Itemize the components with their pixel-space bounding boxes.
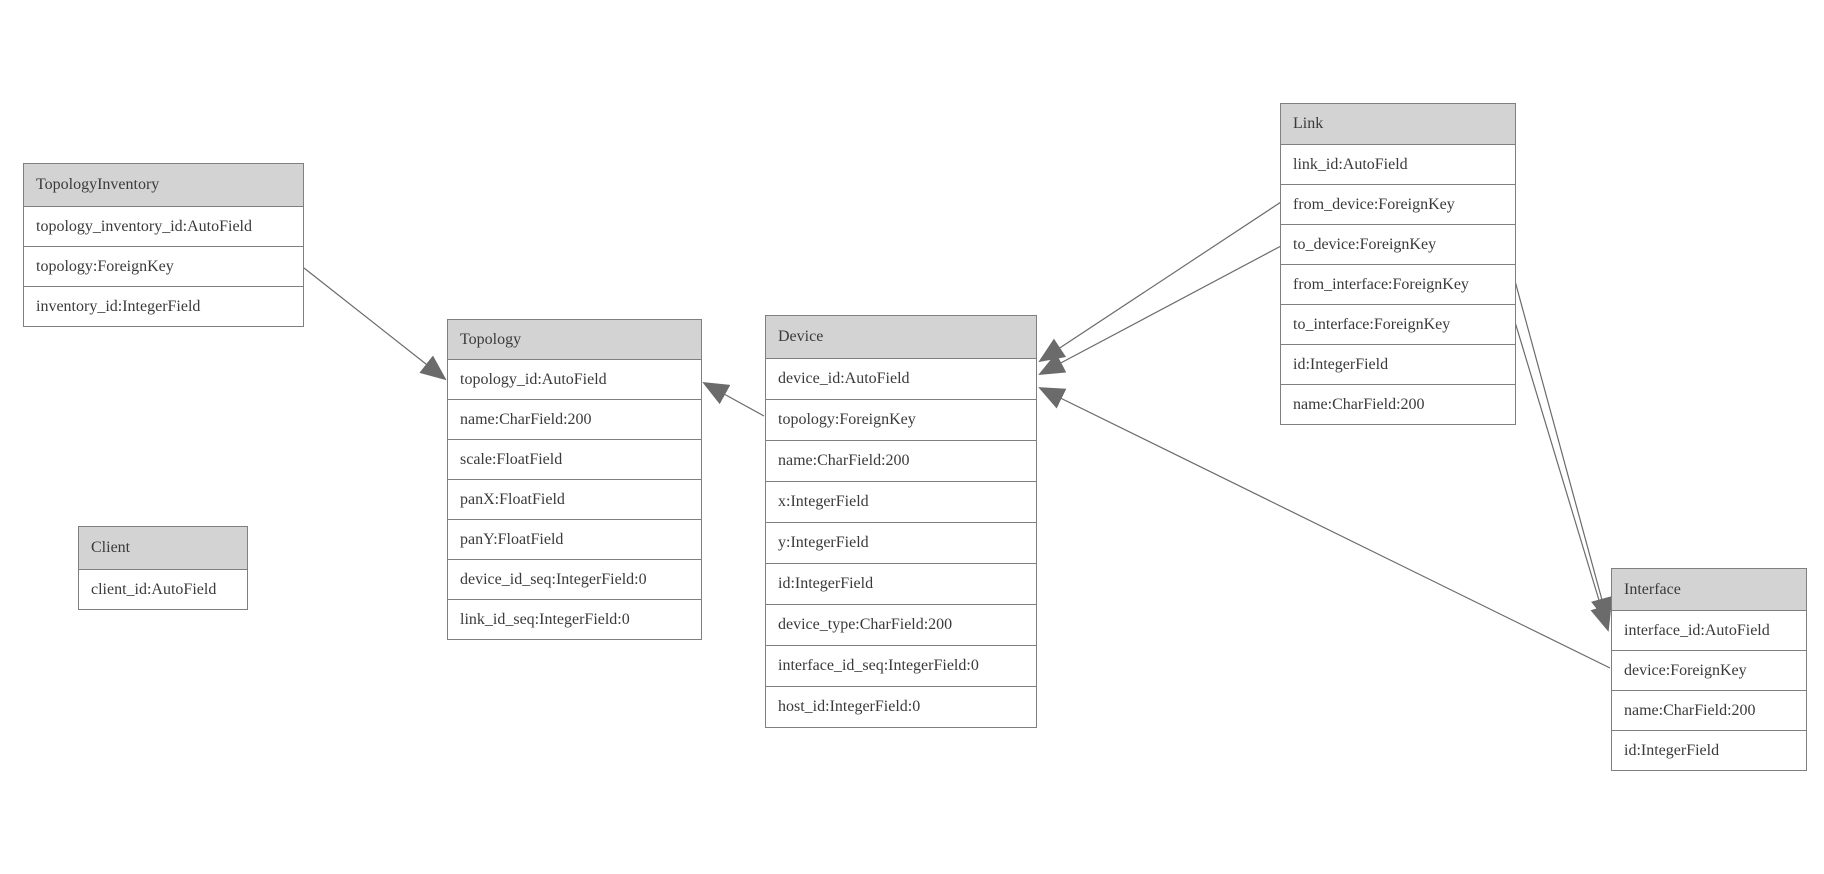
- field-row-link: from_interface:ForeignKey: [1281, 264, 1515, 304]
- table-title-topology-inventory: TopologyInventory: [24, 164, 303, 206]
- field-row-topology: link_id_seq:IntegerField:0: [448, 599, 701, 639]
- field-row-interface: name:CharField:200: [1612, 690, 1806, 730]
- field-row-interface: interface_id:AutoField: [1612, 610, 1806, 650]
- field-row-device: x:IntegerField: [766, 481, 1036, 522]
- field-row-device: host_id:IntegerField:0: [766, 686, 1036, 727]
- field-row-topology: topology_id:AutoField: [448, 359, 701, 399]
- field-row-topology: name:CharField:200: [448, 399, 701, 439]
- field-row-link: id:IntegerField: [1281, 344, 1515, 384]
- field-row-interface: device:ForeignKey: [1612, 650, 1806, 690]
- field-row-link: to_interface:ForeignKey: [1281, 304, 1515, 344]
- field-row-device: device_type:CharField:200: [766, 604, 1036, 645]
- edge-link-to-interface-fk: [1514, 321, 1612, 632]
- field-row-device: device_id:AutoField: [766, 358, 1036, 399]
- field-row-link: link_id:AutoField: [1281, 144, 1515, 184]
- field-row-device: id:IntegerField: [766, 563, 1036, 604]
- edge-link-from-interface-fk: [1514, 280, 1613, 624]
- field-row-link: from_device:ForeignKey: [1281, 184, 1515, 224]
- field-row-topology: panY:FloatField: [448, 519, 701, 559]
- field-row-topology-inventory: topology_inventory_id:AutoField: [24, 206, 303, 246]
- field-row-topology: scale:FloatField: [448, 439, 701, 479]
- field-row-link: name:CharField:200: [1281, 384, 1515, 424]
- edge-interface-device-fk: [1038, 387, 1611, 669]
- field-row-device: y:IntegerField: [766, 522, 1036, 563]
- field-row-topology: device_id_seq:IntegerField:0: [448, 559, 701, 599]
- field-row-link: to_device:ForeignKey: [1281, 224, 1515, 264]
- field-row-topology-inventory: inventory_id:IntegerField: [24, 286, 303, 326]
- table-title-device: Device: [766, 316, 1036, 358]
- field-row-client: client_id:AutoField: [79, 569, 247, 609]
- edge-link-from-device-fk: [1038, 201, 1282, 363]
- table-title-client: Client: [79, 527, 247, 569]
- field-row-device: interface_id_seq:IntegerField:0: [766, 645, 1036, 686]
- edge-device-topology-fk: [702, 382, 765, 417]
- field-row-device: topology:ForeignKey: [766, 399, 1036, 440]
- field-row-device: name:CharField:200: [766, 440, 1036, 481]
- table-title-topology: Topology: [448, 320, 701, 359]
- field-row-interface: id:IntegerField: [1612, 730, 1806, 770]
- field-row-topology: panX:FloatField: [448, 479, 701, 519]
- field-row-topology-inventory: topology:ForeignKey: [24, 246, 303, 286]
- edge-link-to-device-fk: [1038, 245, 1282, 375]
- table-title-link: Link: [1281, 104, 1515, 144]
- table-title-interface: Interface: [1612, 569, 1806, 610]
- edge-topologyinventory-topology-fk: [303, 267, 447, 381]
